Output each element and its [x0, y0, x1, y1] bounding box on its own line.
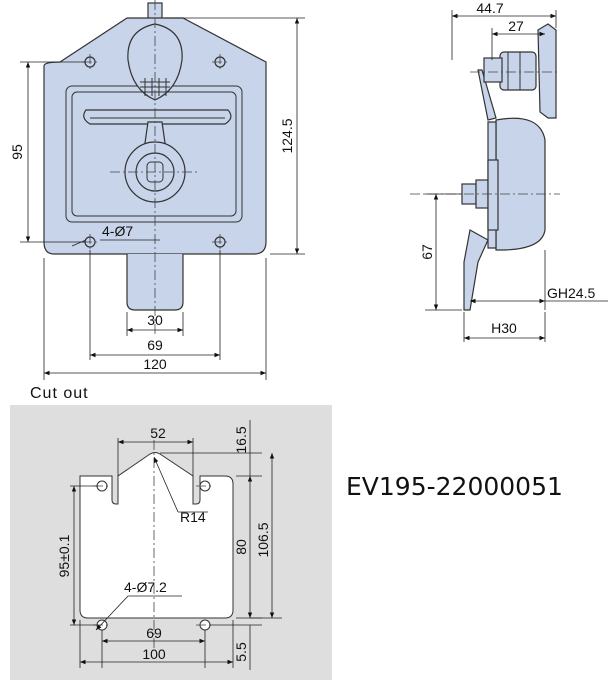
dim-30: 30 — [147, 312, 163, 328]
cut-dim-r14: R14 — [180, 509, 206, 525]
cut-dim-16-5: 16.5 — [233, 426, 249, 453]
dim-holes: 4-Ø7 — [102, 223, 133, 239]
cut-dim-holes: 4-Ø7.2 — [124, 579, 167, 595]
front-view: 124.5 95 4-Ø7 30 69 120 — [9, 0, 305, 380]
cut-dim-106-5: 106.5 — [255, 522, 271, 557]
cut-dim-100: 100 — [142, 646, 166, 662]
dim-69: 69 — [147, 337, 163, 353]
cut-dim-95: 95±0.1 — [56, 534, 72, 577]
cut-dim-52: 52 — [150, 425, 166, 441]
dim-95: 95 — [9, 144, 25, 160]
dim-124-5: 124.5 — [279, 118, 295, 153]
cutout-title: Cut out — [30, 385, 89, 402]
cut-dim-5-5: 5.5 — [233, 642, 249, 662]
dim-gh: GH24.5 — [547, 285, 595, 301]
cut-dim-80: 80 — [233, 539, 249, 555]
cutout-view: 52 16.5 R14 80 106.5 5.5 95±0.1 4-Ø7.2 — [10, 405, 332, 680]
cut-dim-69: 69 — [146, 625, 162, 641]
side-bowl — [495, 117, 546, 251]
side-latch — [499, 51, 537, 91]
dim-67: 67 — [419, 244, 435, 260]
side-bracket — [463, 229, 489, 311]
side-view: 44.7 27 67 GH24.5 H30 — [410, 0, 608, 342]
dim-h: H30 — [491, 320, 517, 336]
model-number: EV195-22000051 — [346, 472, 563, 501]
dim-44-7: 44.7 — [476, 0, 503, 16]
dim-27: 27 — [508, 18, 524, 34]
dim-120: 120 — [143, 356, 167, 372]
cutout-shape — [79, 452, 234, 619]
